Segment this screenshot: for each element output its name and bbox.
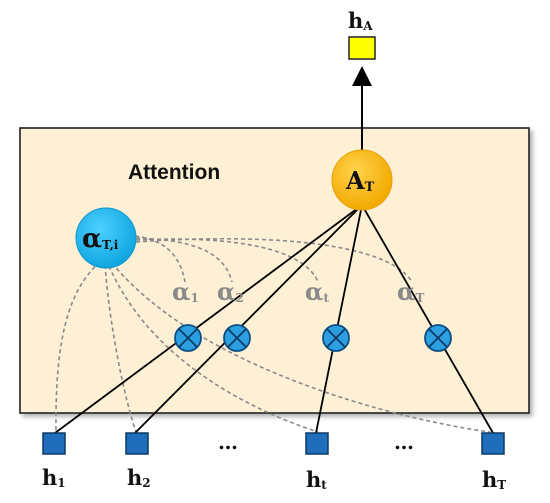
alpha-link-ht [108,265,319,433]
weight-label-1: α1 [172,277,199,306]
alpha-link-w2 [135,237,233,283]
line-h1 [54,204,363,434]
input-square-h1 [42,432,66,455]
ellipsis-left: … [218,430,238,454]
output-square [348,36,376,60]
alpha-link-wt [135,238,319,283]
attention-node-label: AT [345,166,375,195]
input-labels: h1 h2 ht hT [42,465,506,492]
alpha-link-h2 [104,264,137,433]
input-squares [42,432,505,455]
alpha-link-h1 [55,261,101,433]
alpha-link-hT [111,262,491,433]
multiplier-T-icon [424,324,452,352]
line-ht [315,204,363,434]
output-label: hA [348,8,373,33]
alpha-input-links [55,261,491,433]
alpha-node [75,207,137,269]
weight-label-T: αT [397,277,424,306]
weight-label-2: α2 [217,277,244,306]
input-label-h1: h1 [42,465,66,490]
input-label-hT: hT [482,467,506,492]
line-h2 [134,204,363,434]
multiplier-t-icon [322,324,350,352]
attention-node [331,149,393,211]
weight-label-t: αt [305,277,329,306]
multipliers [174,324,452,352]
line-hT [361,204,494,434]
input-square-ht [305,432,329,455]
input-square-h2 [125,432,149,455]
input-label-h2: h2 [127,465,151,490]
input-square-hT [481,432,505,455]
attention-title: Attention [128,161,220,184]
multiplier-1-icon [174,324,202,352]
ellipsis-right: … [394,430,414,454]
multiplier-2-icon [223,324,251,352]
weight-labels: α1 α2 αt αT [172,277,424,306]
alpha-node-label: αT,i [82,224,119,254]
input-label-ht: ht [306,467,327,492]
attention-lines [54,204,494,434]
alpha-link-w1 [134,235,186,283]
